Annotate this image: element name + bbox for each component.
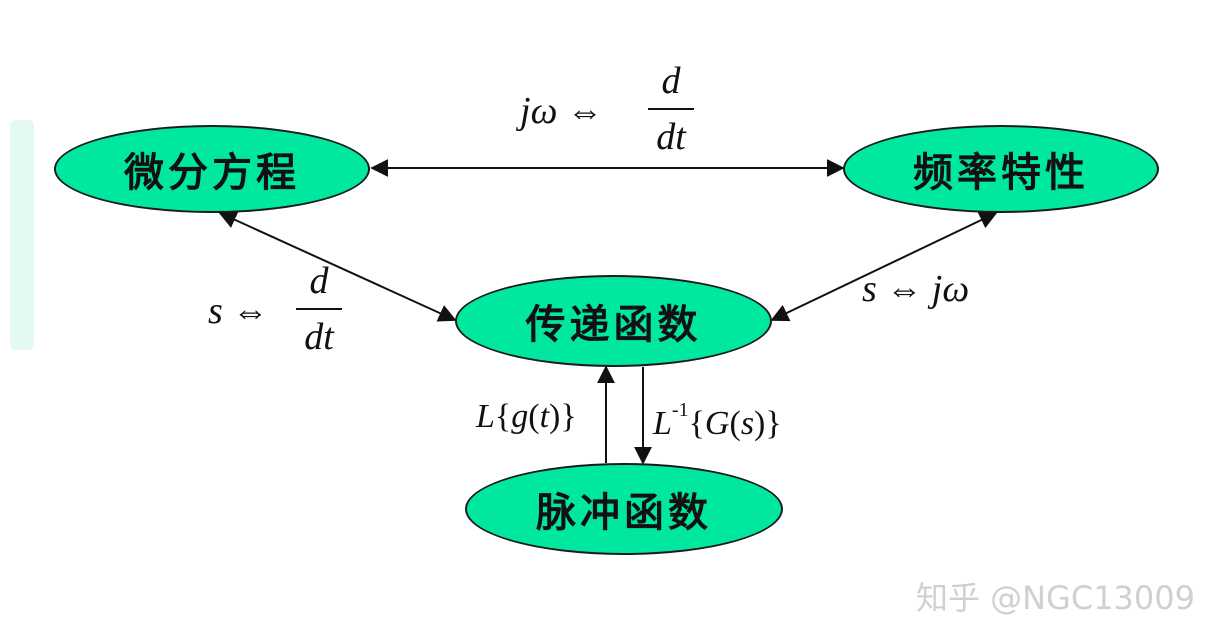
relation-right-equiv: ⇔ [886, 269, 923, 309]
relation-left-s: s [208, 290, 223, 332]
relation-top-j: j [520, 90, 531, 132]
relation-top-numerator: d [661, 60, 681, 102]
relation-left-equiv: ⇔ [232, 291, 269, 331]
node-impulse-function: 脉冲函数 [465, 463, 783, 555]
relation-inverse-laplace-open-paren: ( [729, 405, 741, 442]
relation-laplace-L: L [476, 398, 495, 435]
node-transfer-function: 传递函数 [455, 275, 772, 367]
fraction-bar [296, 308, 342, 310]
node-differential-equation: 微分方程 [54, 125, 370, 213]
relation-inverse-laplace-G: G [704, 405, 730, 442]
relation-laplace-open-paren: ( [528, 398, 540, 435]
relation-inverse-laplace-L: L [653, 405, 672, 442]
relation-laplace: L{g(t)} [476, 400, 577, 434]
relation-right-j: j [931, 268, 943, 310]
relation-laplace-close-brace: } [560, 398, 577, 435]
decorative-strip [10, 120, 34, 350]
relation-left-denominator: dt [304, 316, 334, 358]
node-differential-equation-label: 微分方程 [124, 150, 300, 196]
relation-left-fraction: d dt [296, 262, 342, 356]
relation-right: s ⇔ jω [862, 270, 969, 308]
relation-top-denominator: dt [656, 116, 686, 158]
relation-inverse-laplace-sup: -1 [671, 399, 689, 421]
relation-left-lhs: s ⇔ [208, 292, 268, 330]
node-frequency-response: 频率特性 [843, 125, 1159, 213]
relation-laplace-close-paren: ) [549, 398, 561, 435]
relation-top-equiv: ⇔ [566, 91, 603, 131]
arrow-diff-transfer [218, 211, 457, 322]
relation-inverse-laplace: L-1{G(s)} [653, 400, 782, 441]
relation-right-omega: ω [942, 268, 970, 310]
relation-inverse-laplace-close-brace: } [765, 405, 782, 442]
relation-inverse-laplace-open-brace: { [688, 405, 705, 442]
relation-laplace-g: g [511, 398, 529, 435]
node-transfer-function-label: 传递函数 [525, 302, 702, 348]
node-impulse-function-label: 脉冲函数 [536, 490, 712, 536]
relation-inverse-laplace-s: s [740, 405, 755, 442]
relation-laplace-open-brace: { [494, 398, 512, 435]
fraction-bar [648, 108, 694, 110]
node-frequency-response-label: 频率特性 [913, 150, 1089, 196]
relation-top-lhs: jω ⇔ [520, 92, 603, 130]
arrow-freq-transfer [770, 211, 998, 322]
relation-left-numerator: d [309, 260, 329, 302]
relation-inverse-laplace-close-paren: ) [754, 405, 766, 442]
watermark: 知乎 @NGC13009 [915, 579, 1195, 617]
relation-right-s: s [862, 268, 877, 310]
relation-top-omega: ω [530, 90, 558, 132]
relation-laplace-t: t [539, 398, 550, 435]
relation-top-fraction: d dt [648, 62, 694, 156]
